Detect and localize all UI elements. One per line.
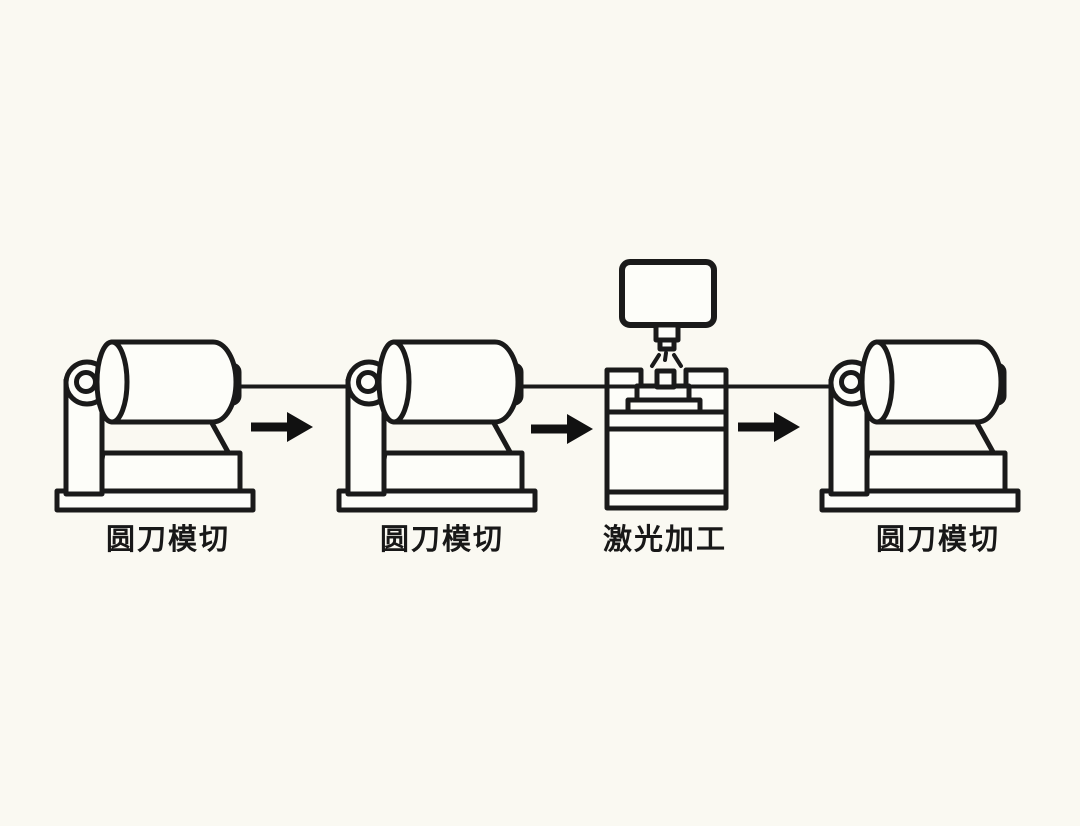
rotary-die-cutter-machine-3 [822,342,1018,510]
laser-beam-rays-icon [650,351,683,368]
rotary-die-cutter-machine-2 [339,342,535,510]
flow-arrow-icon-2 [531,414,593,444]
laser-nozzle-tip [657,337,677,352]
laser-head-icon [619,259,717,328]
stage-label-die-cutting-1: 圆刀模切 [105,524,230,556]
stage-label-die-cutting-3: 圆刀模切 [875,524,1000,556]
rotary-die-cutter-machine-1 [57,342,253,510]
stage-label-die-cutting-2: 圆刀模切 [379,524,504,556]
flow-arrows [251,412,800,444]
flow-arrow-icon-3 [738,412,800,442]
stage-label-laser-processing: 激光加工 [602,524,727,556]
flow-arrow-icon-1 [251,412,313,442]
